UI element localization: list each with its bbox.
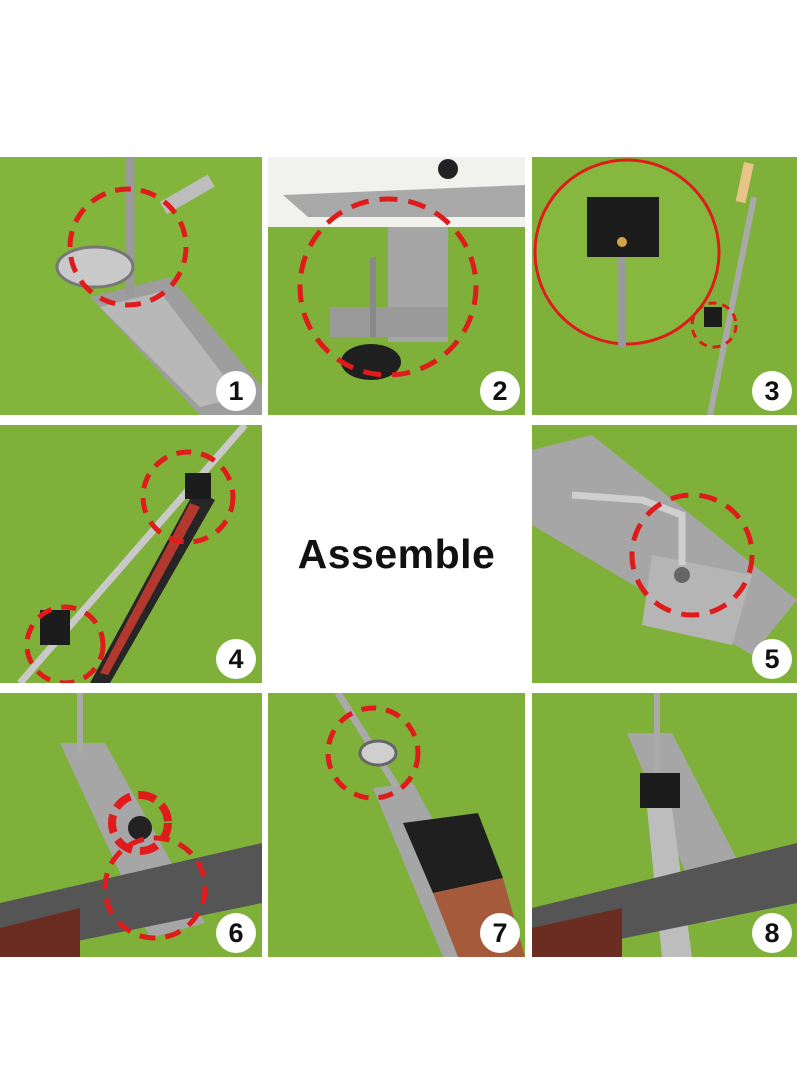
step-8-panel: 8 xyxy=(532,693,797,957)
step-6-badge: 6 xyxy=(216,913,256,953)
step-6-illustration xyxy=(0,693,262,957)
step-2-panel: 2 xyxy=(268,157,525,415)
step-7-badge: 7 xyxy=(480,913,520,953)
step-3-badge: 3 xyxy=(752,371,792,411)
highlight-circle xyxy=(24,604,106,683)
highlight-circle xyxy=(102,835,208,941)
step-4-badge: 4 xyxy=(216,639,256,679)
step-1-badge: 1 xyxy=(216,371,256,411)
assembly-steps-grid: 1 2 3 xyxy=(0,157,797,957)
step-4-illustration xyxy=(0,425,262,683)
highlight-circle xyxy=(140,449,236,545)
step-2-badge: 2 xyxy=(480,371,520,411)
step-3-illustration xyxy=(532,157,797,415)
step-8-badge: 8 xyxy=(752,913,792,953)
step-1-illustration xyxy=(0,157,262,415)
highlight-circle xyxy=(67,186,189,308)
center-title-box: Assemble xyxy=(268,425,525,683)
highlight-circle xyxy=(690,301,738,349)
step-5-badge: 5 xyxy=(752,639,792,679)
highlight-circle xyxy=(629,492,755,618)
step-7-panel: 7 xyxy=(268,693,525,957)
step-8-illustration xyxy=(532,693,797,957)
step-6-panel: 6 xyxy=(0,693,262,957)
highlight-circle xyxy=(108,791,172,855)
assemble-title: Assemble xyxy=(297,530,496,577)
step-5-illustration xyxy=(532,425,797,683)
step-3-panel: 3 xyxy=(532,157,797,415)
step-4-panel: 4 xyxy=(0,425,262,683)
step-2-illustration xyxy=(268,157,525,415)
step-5-panel: 5 xyxy=(532,425,797,683)
step-1-panel: 1 xyxy=(0,157,262,415)
highlight-circle xyxy=(325,705,421,801)
highlight-circle xyxy=(297,196,479,378)
